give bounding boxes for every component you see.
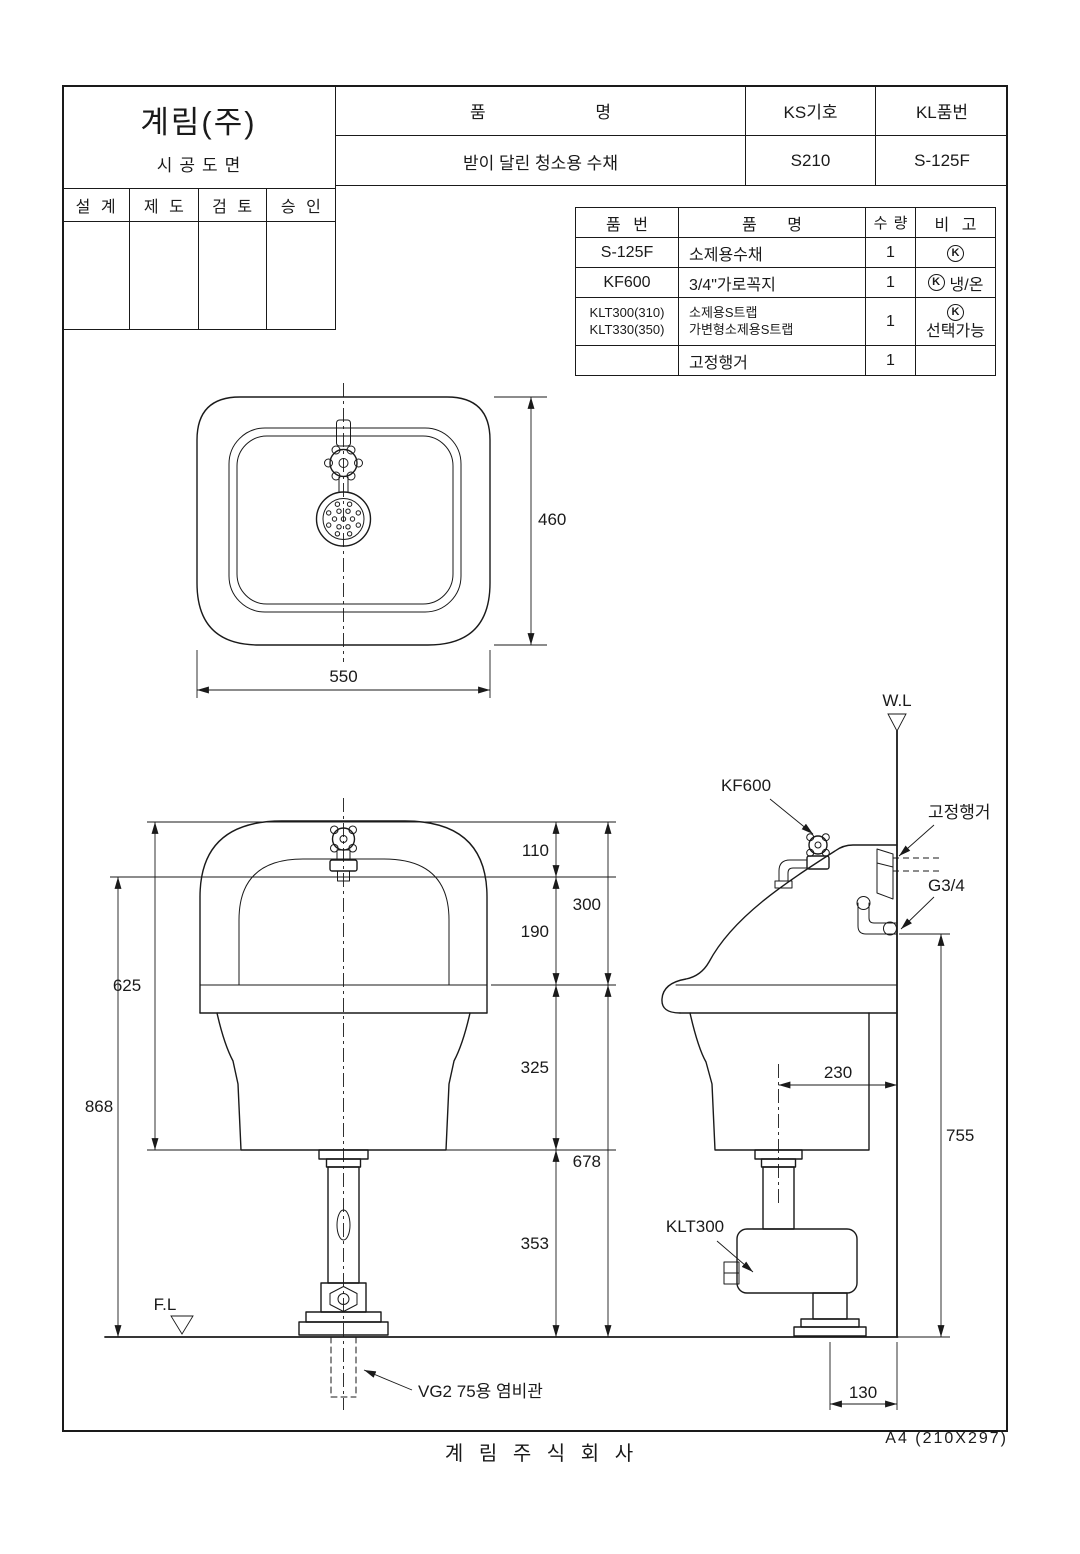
plan-sink-outline [196,396,491,646]
product-name-value: 받이 달린 청소용 수채 [336,135,745,186]
water-line-symbol [887,713,907,732]
sign-col-design: 설 계 [62,189,131,222]
side-trap [723,1064,867,1337]
parts-table: 품 번 품 명 수 량 비 고 S-125F 소제용수채 1 K KF600 3… [575,207,996,376]
floor-level-label: F.L [154,1295,177,1314]
part-qty: 1 [865,267,916,298]
kl-code-value: S-125F [875,135,1008,186]
plan-basin-rim-inner [236,435,454,605]
sign-cell-approve [267,222,335,329]
part-name: 3/4"가로꼭지 [678,267,866,298]
ks-mark-icon: K [927,274,945,291]
sign-col-review: 검 토 [198,189,267,222]
thread-label: G3/4 [928,876,965,895]
front-sink-upper-outline [199,820,488,1014]
sign-cell-design [62,222,131,329]
trap-label: KLT300 [666,1217,724,1236]
front-dimensions: 625 868 110 190 325 353 300 678 [85,821,616,1337]
part-no: S-125F [575,237,679,268]
dim-460-label: 460 [538,510,566,529]
ks-code-value: S210 [745,135,875,186]
part-name: 소제용수채 [678,237,866,268]
sheet-border [62,85,1008,1432]
dim-190-label: 190 [521,922,549,941]
front-faucet [329,825,358,882]
part-qty: 1 [865,237,916,268]
side-dimensions: 230 755 130 [778,933,974,1410]
hanger-label: 고정행거 [928,803,991,822]
parts-header-row: 품 번 품 명 수 량 비 고 [575,207,996,238]
sign-col-draft: 제 도 [130,189,199,222]
product-name-header: 품 명 [469,102,611,122]
drain-pipe-label: VG2 75용 염비관 [418,1382,543,1401]
dim-130-label: 130 [849,1383,877,1402]
parts-header-no: 품 번 [575,207,679,238]
faucet-label: KF600 [721,776,771,795]
side-sink-lower [689,1012,870,1151]
part-qty: 1 [865,345,916,376]
company-name: 계림(주) [140,105,257,140]
dim-230-label: 230 [824,1063,852,1082]
dim-755-label: 755 [946,1126,974,1145]
dim-110-label: 110 [522,841,549,860]
parts-row-4: 고정행거 1 [575,345,996,376]
side-supply-pipe [856,896,898,936]
parts-row-1: S-125F 소제용수채 1 K [575,237,996,268]
floor-level-symbol [170,1315,194,1335]
part-no [575,345,679,376]
side-faucet [774,833,830,889]
sign-off-table: 설 계 제 도 검 토 승 인 [62,189,336,330]
ks-code-header: KS기호 [745,85,875,135]
part-no: KF600 [575,267,679,298]
ks-mark-icon: K [947,245,964,262]
part-qty: 1 [865,297,916,346]
dim-300-label: 300 [573,895,601,914]
front-basin-inner [238,858,450,986]
sign-col-approve: 승 인 [266,189,335,222]
title-block: 계림(주) 시공도면 [62,85,336,189]
front-drain-trap [298,1149,389,1398]
document-type: 시공도면 [156,156,248,175]
dim-550-label: 550 [329,667,357,686]
dim-868-label: 868 [85,1097,113,1116]
part-no: KLT300(310)KLT330(350) [575,297,679,346]
front-view: F.L VG2 75용 염비관 625 868 [85,798,899,1410]
side-view: W.L [661,691,991,1410]
plan-basin-rim-outer [228,427,462,613]
kl-code-header: KL품번 [875,85,1008,135]
sign-cell-review [199,222,267,329]
dim-353-label: 353 [521,1234,549,1253]
plan-dimensions: 460 550 [196,396,566,698]
dim-325-label: 325 [521,1058,549,1077]
part-name: 고정행거 [678,345,866,376]
parts-header-name: 품 명 [678,207,866,238]
sign-cell-draft [130,222,199,329]
plan-drain-strainer [315,491,372,547]
parts-header-qty: 수 량 [865,207,916,238]
side-hanger [876,848,941,900]
product-header-table: 품 명 KS기호 KL품번 받이 달린 청소용 수채 S210 S-125F [336,85,1008,186]
part-note [915,345,996,376]
parts-header-note: 비 고 [915,207,996,238]
part-note: K [915,237,996,268]
footer-paper-size: A4 (210X297) [885,1430,1008,1447]
plan-view: 460 550 [196,383,566,698]
plan-faucet [324,419,363,493]
dim-678-label: 678 [573,1152,601,1171]
ks-mark-icon: K [947,303,964,321]
side-sink-profile [661,844,898,1014]
footer-company-name: 계 림 주 식 회 사 [444,1443,636,1465]
water-line-label: W.L [882,691,911,710]
